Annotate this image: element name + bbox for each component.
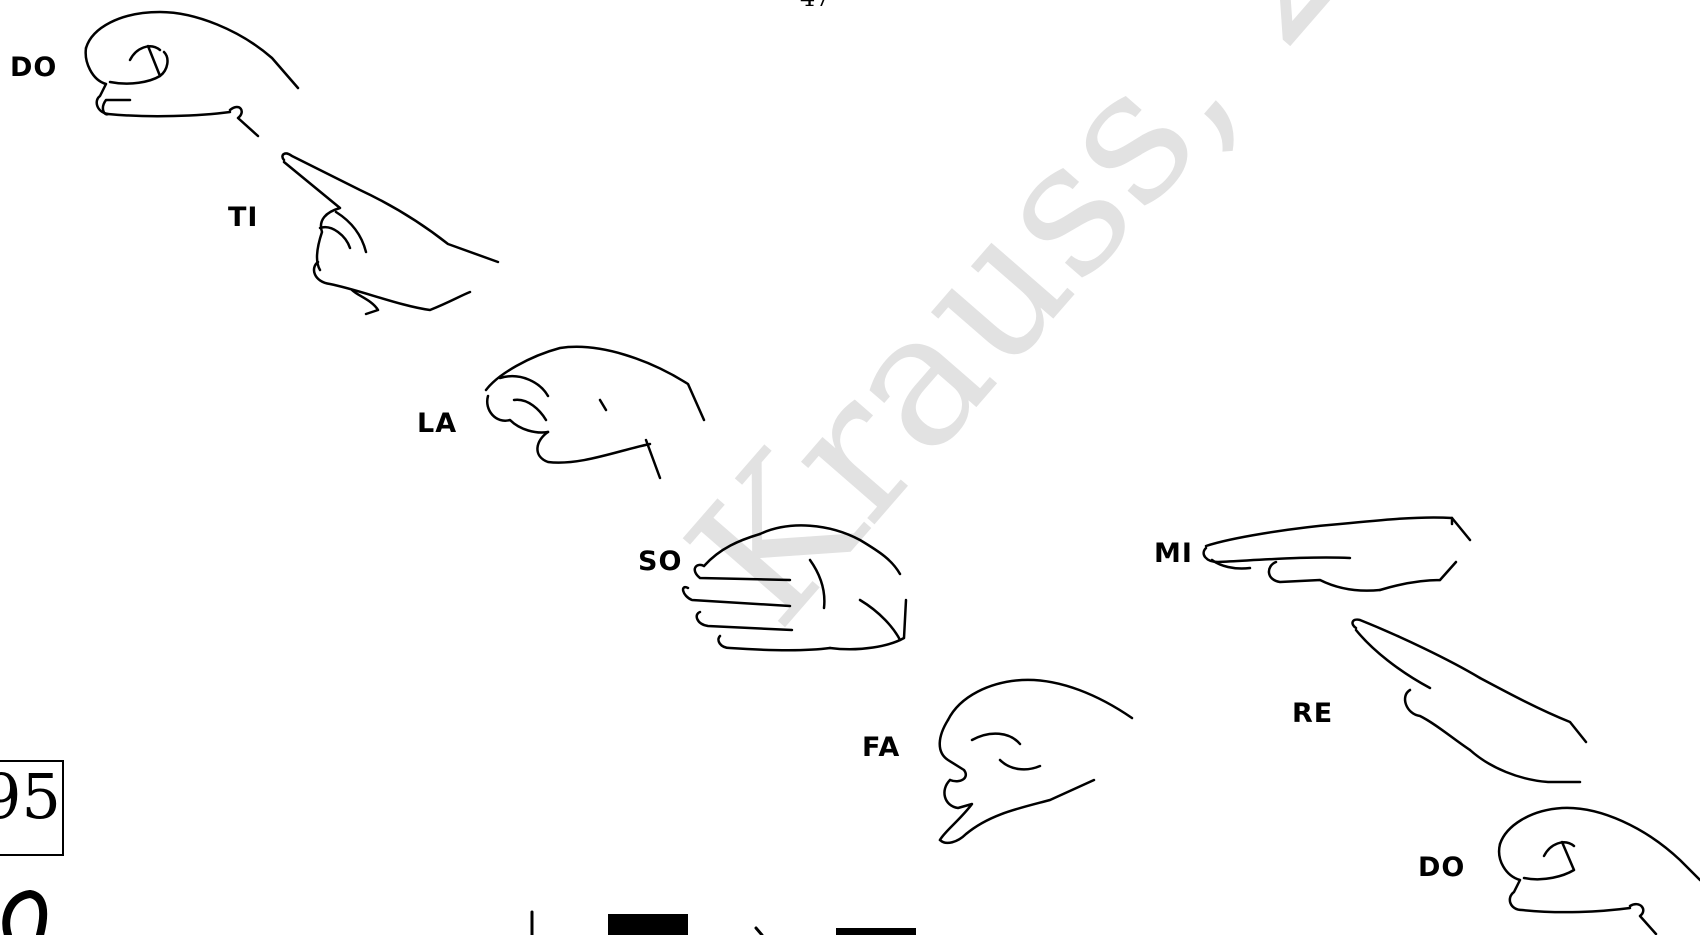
thumb-down-hand-icon [940,680,1132,843]
drooping-hand-icon [486,347,704,478]
pointing-hand-icon [282,153,498,314]
flat-palm-hand-icon [683,525,906,650]
music-block [836,928,916,935]
closed-fist-hand-icon-high [1499,808,1700,934]
closed-fist-hand-icon [86,12,298,136]
music-block [608,914,688,935]
flat-horizontal-hand-icon [1204,517,1470,590]
angled-flat-hand-icon [1353,620,1586,782]
